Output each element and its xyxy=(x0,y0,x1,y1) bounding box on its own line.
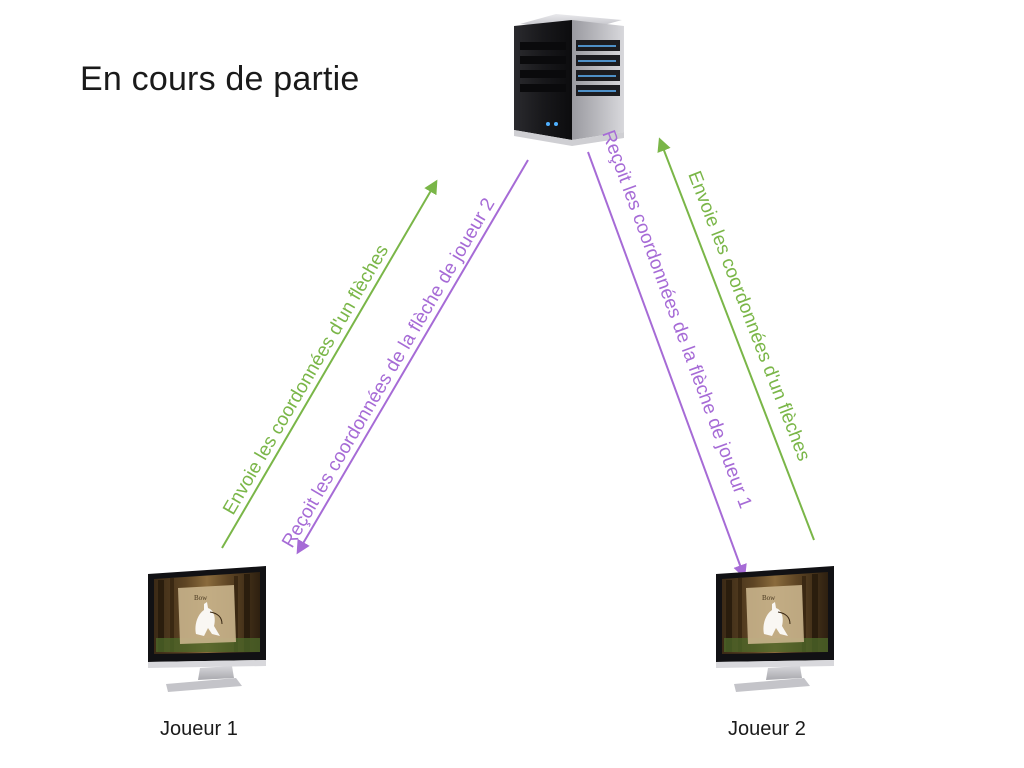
arrow-p1-send-label: Envoie les coordonnées d'un flèches xyxy=(219,241,393,518)
server-icon xyxy=(514,14,624,146)
player-2-label: Joueur 2 xyxy=(728,718,806,740)
monitor-1-screen-text: Bow xyxy=(194,594,208,602)
monitor-icon-player-1: Bow xyxy=(148,566,266,692)
monitor-icon-player-2: Bow xyxy=(716,566,834,692)
monitor-2-screen-text: Bow xyxy=(762,594,776,602)
player-1-label: Joueur 1 xyxy=(160,718,238,740)
arrow-p2-send xyxy=(657,137,815,541)
arrow-p1-send xyxy=(221,179,438,549)
arrow-p1-receive xyxy=(296,159,529,555)
slide-title: En cours de partie xyxy=(80,60,360,98)
server-drive-bays xyxy=(576,40,620,96)
arrow-p2-receive xyxy=(587,151,747,579)
